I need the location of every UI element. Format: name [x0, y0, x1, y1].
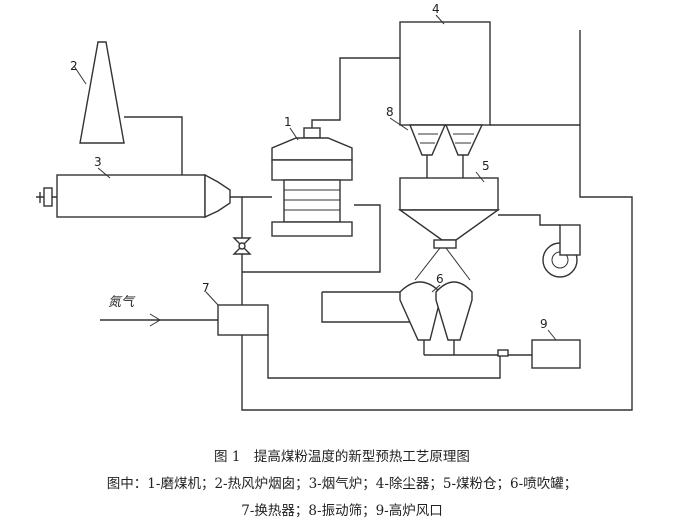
label-8: 8 [386, 105, 394, 119]
label-4: 4 [432, 2, 440, 16]
label-1: 1 [284, 115, 292, 129]
piping [218, 30, 633, 411]
tuyere [497, 339, 581, 369]
valve [232, 237, 252, 255]
flue-gas-furnace [36, 173, 231, 219]
legend-line-1: 图中：1-磨煤机；2-热风炉烟囱；3-烟气炉；4-除尘器；5-煤粉仓；6-喷吹罐… [106, 476, 578, 492]
coal-powder-bin [397, 177, 501, 249]
nitrogen-inlet [100, 313, 218, 327]
nitrogen-label: 氮气 [108, 295, 136, 310]
blower [542, 224, 581, 278]
label-6: 6 [436, 272, 444, 286]
label-7: 7 [202, 281, 210, 295]
process-diagram: 2 3 [36, 2, 633, 411]
legend-line-2: 7-换热器；8-振动筛；9-高炉风口 [241, 503, 443, 519]
vibrating-screens [408, 124, 484, 178]
label-5: 5 [482, 159, 490, 173]
label-3: 3 [94, 155, 102, 169]
heat-exchanger [217, 304, 269, 336]
label-9: 9 [540, 317, 548, 331]
coal-mill [271, 127, 353, 237]
chimney [79, 41, 183, 175]
figure-title: 图 1 提高煤粉温度的新型预热工艺原理图 [214, 449, 470, 465]
injection-tanks [399, 281, 473, 356]
label-2: 2 [70, 59, 78, 73]
dust-collector [399, 21, 491, 126]
